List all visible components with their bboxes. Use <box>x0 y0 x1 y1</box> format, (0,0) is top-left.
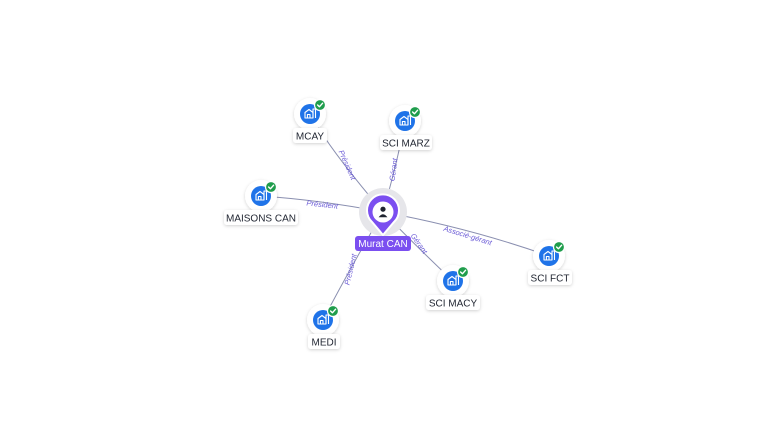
company-name-label: MEDI <box>312 338 337 349</box>
company-name-pill <box>380 135 432 150</box>
company-building-icon <box>543 250 556 261</box>
verified-check-icon <box>326 304 340 318</box>
edge-relation-label: Président <box>337 149 358 182</box>
company-node-sci-fct[interactable]: SCI FCT <box>528 240 572 285</box>
nodes-layer: MCAY SCI MARZ MAISONS CAN SCI FCT SCI MACY ME… <box>224 98 572 349</box>
person-icon <box>378 206 388 218</box>
center-person-node[interactable]: Murat CAN <box>355 188 411 251</box>
company-node-medi[interactable]: MEDI <box>307 304 340 349</box>
company-name-pill <box>308 334 340 349</box>
company-name-label: MCAY <box>296 132 324 143</box>
company-building-icon <box>255 190 268 201</box>
edge-relation-label: Président <box>343 252 359 286</box>
verified-check-icon <box>313 98 327 112</box>
company-name-label: SCI MACY <box>429 299 478 310</box>
company-name-pill <box>426 295 480 310</box>
verified-check-icon <box>264 180 278 194</box>
center-avatar-circle <box>372 201 394 223</box>
company-name-pill <box>224 210 298 225</box>
verified-check-icon <box>552 240 566 254</box>
company-name-label: SCI MARZ <box>382 139 430 150</box>
center-name-label: Murat CAN <box>358 239 407 250</box>
company-node-mcay[interactable]: MCAY <box>293 98 327 143</box>
company-node-sci-macy[interactable]: SCI MACY <box>426 265 480 310</box>
company-node-maisons-can[interactable]: MAISONS CAN <box>224 180 298 225</box>
verified-check-icon <box>408 105 422 119</box>
edge-relation-label: Gérant <box>387 157 399 182</box>
company-building-icon <box>447 275 460 286</box>
edge-relation-label: Président <box>306 198 339 210</box>
company-building-icon <box>399 115 412 126</box>
center-name-badge <box>355 236 411 251</box>
edge-relation-label: Gérant <box>409 232 430 257</box>
company-name-pill <box>293 128 327 143</box>
company-name-pill <box>528 270 572 285</box>
company-name-label: SCI FCT <box>531 274 570 285</box>
company-building-icon <box>317 314 330 325</box>
edge-relation-label: Associé-gérant <box>442 224 494 248</box>
company-node-sci-marz[interactable]: SCI MARZ <box>380 105 432 150</box>
verified-check-icon <box>456 265 470 279</box>
company-building-icon <box>304 108 317 119</box>
company-name-label: MAISONS CAN <box>226 214 296 225</box>
